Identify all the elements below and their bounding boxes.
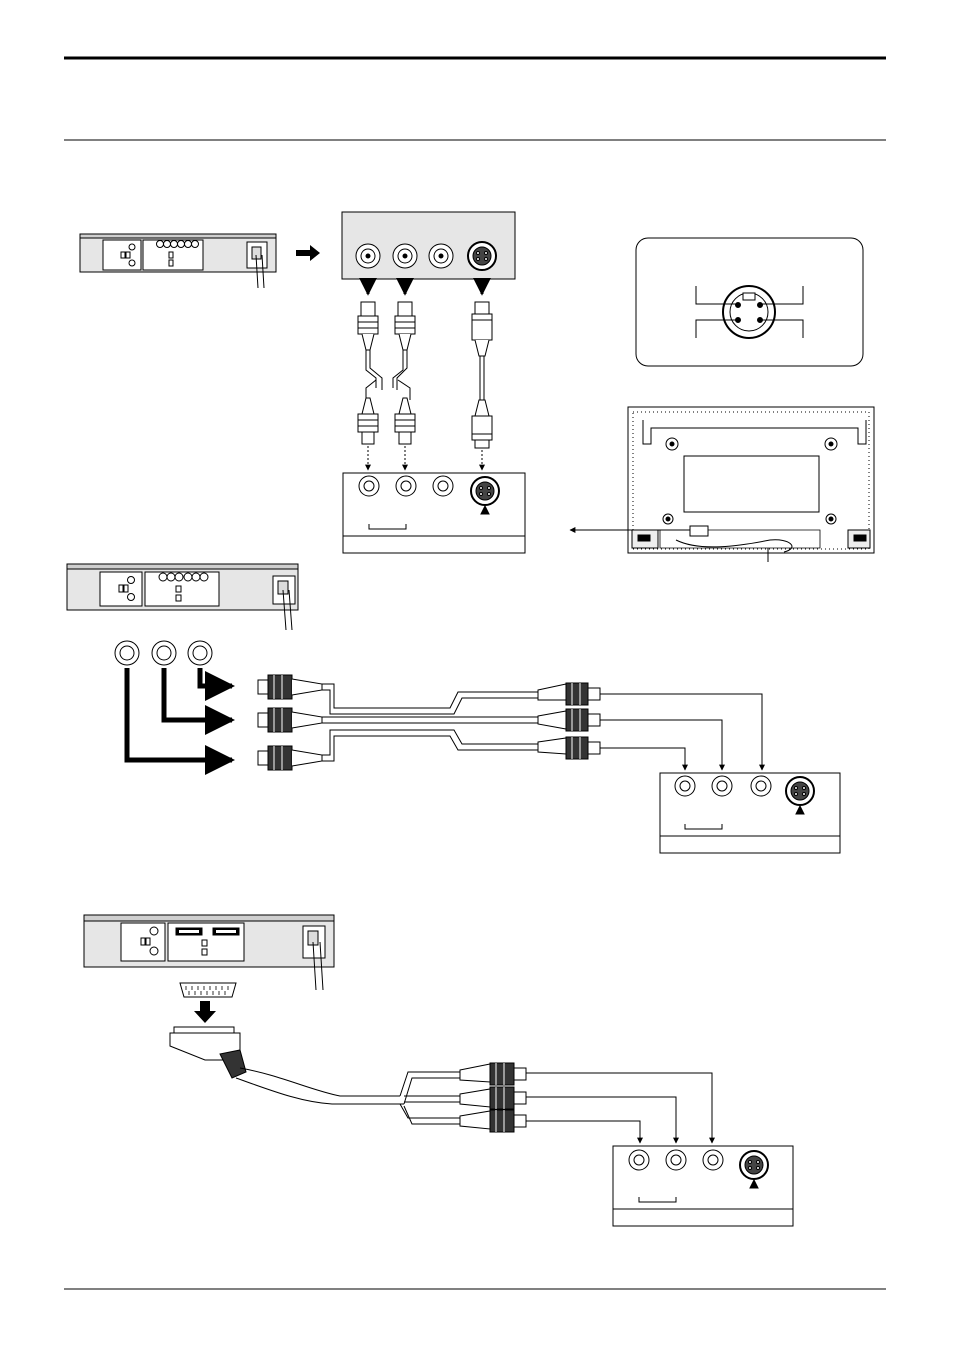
rca-jack-icon	[396, 476, 416, 496]
s-video-cable	[472, 302, 492, 448]
rca-plug-icon	[538, 709, 600, 731]
rca-plug-icon	[258, 675, 322, 699]
av-source-deck-3	[84, 915, 334, 990]
rca-jack-icon	[188, 641, 212, 665]
component-source-jacks	[115, 641, 212, 665]
s-video-jack-icon	[740, 1151, 768, 1179]
av-source-deck-2	[67, 564, 298, 630]
rca-plug-icon	[538, 737, 600, 759]
rca-plug-icon	[358, 302, 378, 350]
rca-plug-icon	[258, 708, 322, 732]
display-terminal-panel-1	[343, 473, 525, 553]
rca-jack-icon	[433, 476, 453, 496]
scart-socket-icon	[180, 983, 236, 997]
s-video-plug-icon	[472, 302, 492, 356]
component-routing-arrows	[127, 668, 232, 760]
s-video-pin-diagram-icon	[636, 238, 863, 366]
scart-to-rca-cable	[170, 1027, 526, 1132]
rca-jack-icon	[712, 776, 732, 796]
display-terminal-panel-2	[660, 773, 840, 853]
insertion-arrows	[368, 446, 482, 470]
monitor-rear-view-icon	[628, 407, 874, 562]
rca-plug-icon	[395, 398, 415, 444]
rca-triple-cable	[258, 675, 600, 770]
s-video-jack-icon	[786, 777, 814, 805]
rca-jack-icon	[666, 1150, 686, 1170]
rca-jack-icon	[356, 244, 380, 268]
rca-jack-icon	[751, 776, 771, 796]
component-leader-lines	[600, 694, 762, 770]
rca-plug-icon	[358, 398, 378, 444]
s-video-jack-icon	[468, 242, 496, 270]
rca-jack-icon	[359, 476, 379, 496]
scart-plug-icon	[170, 1027, 246, 1078]
rca-jack-icon	[629, 1150, 649, 1170]
rca-plug-icon	[258, 746, 322, 770]
scart-leader-lines	[526, 1073, 712, 1143]
plug-arrows	[368, 282, 482, 294]
rca-jack-icon	[115, 641, 139, 665]
arrow-icon	[296, 245, 320, 261]
rca-jack-icon	[393, 244, 417, 268]
source-jack-panel	[342, 212, 515, 279]
rca-plug-icon	[460, 1087, 526, 1109]
rca-plug-icon	[395, 302, 415, 350]
rca-jack-icon	[703, 1150, 723, 1170]
rca-jack-icon	[429, 244, 453, 268]
av-source-deck-1	[80, 234, 276, 288]
rca-plug-icon	[460, 1110, 526, 1132]
s-video-jack-icon	[471, 477, 499, 505]
rca-jack-icon	[675, 776, 695, 796]
rca-jack-icon	[152, 641, 176, 665]
s-video-plug-icon	[472, 400, 492, 448]
rca-audio-pair	[358, 302, 415, 444]
rca-plug-icon	[460, 1063, 526, 1085]
rca-plug-icon	[538, 683, 600, 705]
display-terminal-panel-3	[613, 1146, 793, 1226]
arrow-icon	[194, 1001, 216, 1023]
